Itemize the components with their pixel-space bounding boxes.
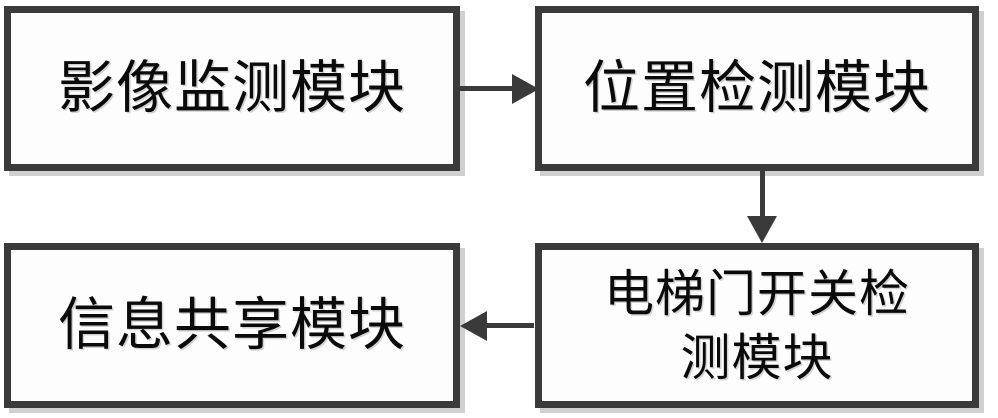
- node-door-detect[interactable]: 电梯门开关检 测模块: [535, 243, 979, 408]
- node-info-share-label: 信息共享模块: [58, 291, 406, 358]
- connector-line: [460, 86, 522, 91]
- node-door-detect-label: 电梯门开关检 测模块: [604, 264, 910, 387]
- node-image-monitor-label: 影像监测模块: [58, 54, 406, 121]
- arrow-left-icon: [460, 311, 487, 341]
- node-image-monitor[interactable]: 影像监测模块: [4, 6, 460, 171]
- connector-line: [760, 171, 765, 229]
- arrow-right-icon: [512, 74, 539, 104]
- connector-line: [472, 323, 534, 328]
- node-position-detect-label: 位置检测模块: [583, 54, 931, 121]
- node-position-detect[interactable]: 位置检测模块: [535, 6, 979, 171]
- node-info-share[interactable]: 信息共享模块: [4, 243, 460, 408]
- arrow-down-icon: [747, 216, 777, 243]
